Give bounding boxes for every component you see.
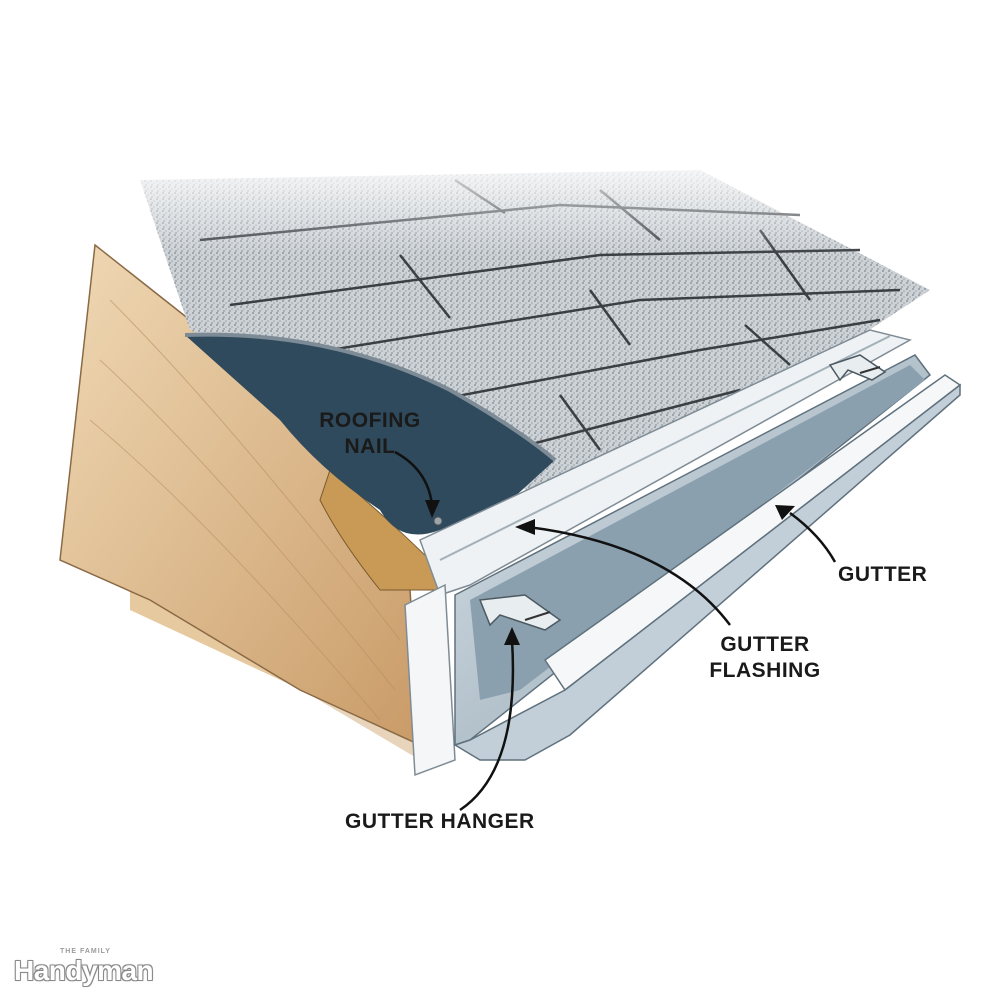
- gutter-front-face: [453, 383, 961, 761]
- arrow-gutter: [789, 511, 837, 563]
- gutter-interior: [470, 365, 925, 700]
- arrow-heads: [425, 500, 795, 645]
- brand-logo: THE FAMILY Handyman: [14, 948, 154, 987]
- arrowhead-gutter: [775, 505, 795, 520]
- underlayment-edge: [184, 332, 557, 462]
- gutter-hanger-back: [828, 354, 887, 382]
- roofing-nail-head: [433, 516, 443, 526]
- label-roofing-nail: ROOFING NAIL: [319, 409, 421, 458]
- gutter-hanger-front: [478, 594, 562, 631]
- arrowhead-roofing-nail: [425, 500, 440, 518]
- arrow-gutter-flashing: [527, 525, 731, 626]
- label-gutter-flashing: GUTTER FLASHING: [709, 633, 821, 682]
- brand-name: Handyman: [14, 955, 154, 986]
- label-gutter: GUTTER: [838, 563, 928, 586]
- arrow-gutter-hanger: [459, 639, 515, 812]
- underlayment: [185, 334, 555, 535]
- fascia-trim: [404, 583, 456, 777]
- arrowhead-gutter-flashing: [515, 519, 535, 535]
- label-gutter-hanger: GUTTER HANGER: [345, 810, 535, 833]
- brand-tagline: THE FAMILY: [60, 948, 111, 955]
- arrowhead-gutter-hanger: [504, 627, 520, 645]
- leader-arrows: [394, 450, 837, 812]
- arrow-roofing-nail: [394, 450, 434, 506]
- flashing-bend: [439, 335, 891, 561]
